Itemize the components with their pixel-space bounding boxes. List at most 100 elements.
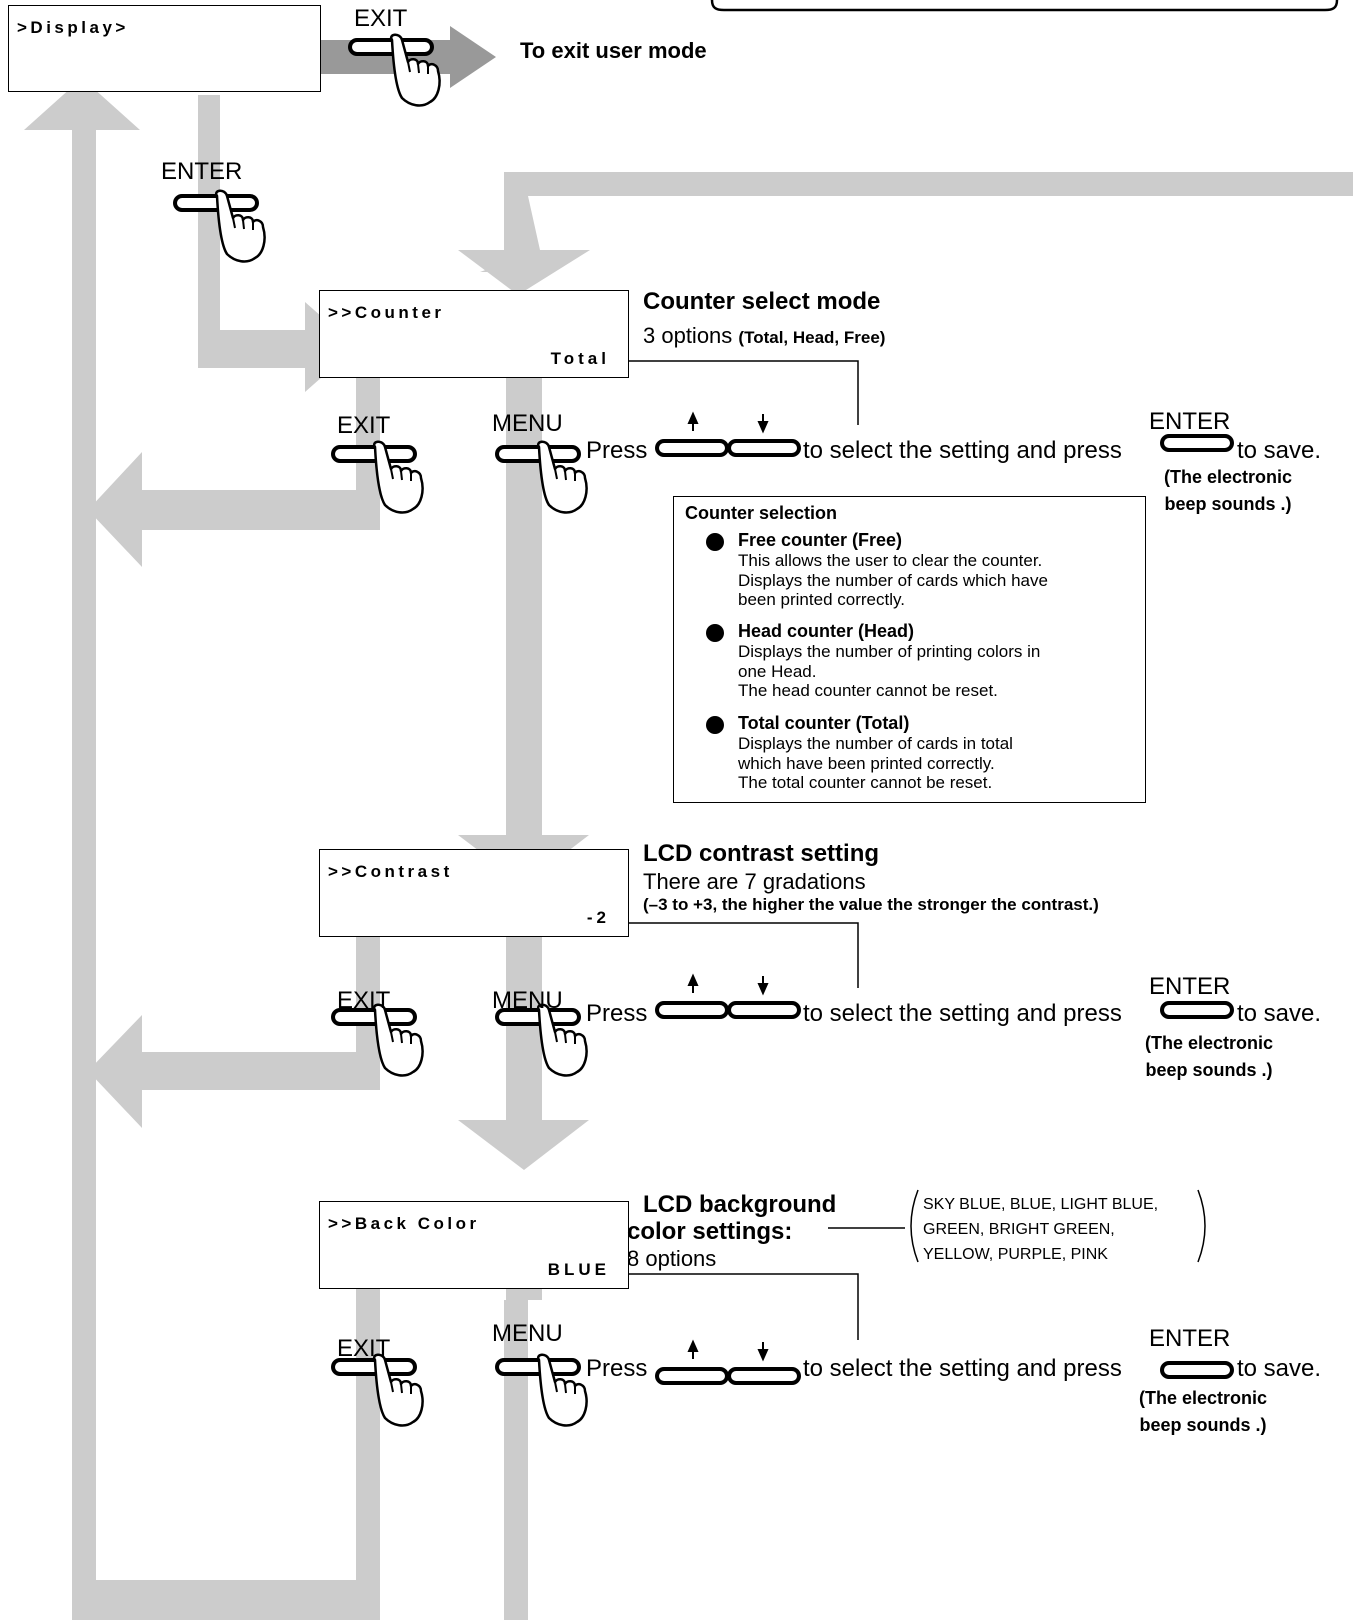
contrast-up-arrow-icon xyxy=(687,973,699,993)
backcolor-up-arrow-icon xyxy=(687,1339,699,1359)
contrast-beep-note: (The electronic beep sounds .) xyxy=(1126,1030,1292,1084)
contrast-desc: There are 7 gradations xyxy=(643,869,866,894)
backcolor-menu-label: MENU xyxy=(492,1320,563,1347)
total-counter-line: which have been printed correctly. xyxy=(738,753,995,773)
contrast-down-arrow-icon xyxy=(757,976,769,996)
contrast-lcd: >>Contrast -2 xyxy=(319,849,629,937)
exit-user-mode-note: To exit user mode xyxy=(520,38,707,63)
backcolor-beep-note-line1: (The electronic xyxy=(1138,1388,1268,1408)
contrast-desc-bold: (–3 to +3, the higher the value the stro… xyxy=(643,895,1099,914)
backcolor-exit-label: EXIT xyxy=(337,1335,391,1362)
contrast-heading: LCD contrast setting xyxy=(643,840,880,867)
counter-enter-button[interactable] xyxy=(1160,434,1234,452)
color-list-bracket-right xyxy=(1197,1189,1206,1263)
counter-heading: Counter select mode xyxy=(643,288,881,315)
total-counter-desc: Displays the number of cards in total wh… xyxy=(738,734,1013,793)
total-counter-line: The total counter cannot be reset. xyxy=(738,773,993,792)
contrast-up-button[interactable] xyxy=(655,1001,729,1019)
counter-menu-label: MENU xyxy=(492,410,563,437)
contrast-enter-label: ENTER xyxy=(1149,973,1231,1000)
bullet-icon xyxy=(706,533,724,551)
counter-lcd-line2: Total xyxy=(550,349,610,368)
backcolor-connector xyxy=(629,1273,859,1340)
contrast-beep-note-line2: beep sounds .) xyxy=(1145,1060,1273,1080)
head-counter-line: one Head. xyxy=(738,661,817,681)
bullet-icon xyxy=(706,716,724,734)
contrast-lcd-line1: >>Contrast xyxy=(328,862,453,881)
contrast-enter-button[interactable] xyxy=(1160,1001,1234,1019)
counter-desc-prefix: 3 options xyxy=(643,323,739,348)
counter-up-arrow-icon xyxy=(687,411,699,431)
counter-exit-arrow xyxy=(88,366,380,567)
return-arrow xyxy=(24,78,380,1620)
counter-selection-panel: Counter selection Free counter (Free) Th… xyxy=(673,496,1146,803)
backcolor-select-text: to select the setting and press xyxy=(803,1355,1122,1382)
counter-down-arrow-icon xyxy=(757,414,769,434)
backcolor-save-text: to save. xyxy=(1237,1355,1322,1382)
total-counter-title: Total counter (Total) xyxy=(738,713,910,733)
free-counter-line: been printed correctly. xyxy=(738,590,905,609)
counter-menu-arrow xyxy=(458,366,589,885)
free-counter-title: Free counter (Free) xyxy=(738,530,903,550)
contrast-menu-arrow xyxy=(458,935,589,1170)
counter-beep-note-line1: (The electronic xyxy=(1163,467,1293,487)
counter-desc: 3 options (Total, Head, Free) xyxy=(643,323,885,349)
enter-label-top: ENTER xyxy=(161,158,243,185)
backcolor-enter-label: ENTER xyxy=(1149,1325,1231,1352)
counter-exit-label: EXIT xyxy=(337,412,391,439)
contrast-menu-label: MENU xyxy=(492,987,563,1014)
backcolor-heading-line2: color settings: xyxy=(627,1218,793,1245)
contrast-down-button[interactable] xyxy=(727,1001,801,1019)
head-counter-title: Head counter (Head) xyxy=(738,621,915,641)
backcolor-lcd: >>Back Color BLUE xyxy=(319,1201,629,1289)
counter-beep-note: (The electronic beep sounds .) xyxy=(1145,464,1311,518)
color-options-list: SKY BLUE, BLUE, LIGHT BLUE, GREEN, BRIGH… xyxy=(923,1192,1158,1267)
backcolor-heading-line1: LCD background xyxy=(643,1191,837,1218)
counter-save-text: to save. xyxy=(1237,437,1322,464)
backcolor-enter-button[interactable] xyxy=(1160,1361,1234,1379)
contrast-press-text: Press xyxy=(586,1000,648,1027)
total-counter-line: Displays the number of cards in total xyxy=(738,734,1013,753)
free-counter-line: This allows the user to clear the counte… xyxy=(738,551,1043,570)
color-options-line: GREEN, BRIGHT GREEN, xyxy=(923,1221,1115,1238)
counter-desc-bold: (Total, Head, Free) xyxy=(738,328,886,347)
head-counter-line: Displays the number of printing colors i… xyxy=(738,642,1041,661)
counter-enter-label: ENTER xyxy=(1149,408,1231,435)
counter-lcd: >>Counter Total xyxy=(319,290,629,378)
backcolor-down-arrow-icon xyxy=(757,1342,769,1362)
contrast-beep-note-line1: (The electronic xyxy=(1144,1033,1274,1053)
enter-flow-arrow xyxy=(198,95,356,392)
backcolor-beep-note-line2: beep sounds .) xyxy=(1139,1415,1267,1435)
free-counter-line: Displays the number of cards which have xyxy=(738,570,1048,590)
counter-down-button[interactable] xyxy=(727,439,801,457)
backcolor-up-button[interactable] xyxy=(655,1367,729,1385)
color-list-bracket-left xyxy=(910,1189,919,1263)
contrast-exit-label: EXIT xyxy=(337,987,391,1014)
top-frame-line xyxy=(710,0,1339,12)
backcolor-press-text: Press xyxy=(586,1355,648,1382)
counter-press-text: Press xyxy=(586,437,648,464)
counter-panel-title: Counter selection xyxy=(685,503,838,523)
display-lcd: >Display> xyxy=(8,5,321,92)
contrast-lcd-line2: -2 xyxy=(586,908,610,927)
counter-select-text: to select the setting and press xyxy=(803,437,1122,464)
head-counter-desc: Displays the number of printing colors i… xyxy=(738,642,1040,701)
contrast-select-text: to select the setting and press xyxy=(803,1000,1122,1027)
free-counter-desc: This allows the user to clear the counte… xyxy=(738,551,1048,610)
backcolor-lcd-line2: BLUE xyxy=(547,1260,610,1279)
contrast-save-text: to save. xyxy=(1237,1000,1322,1027)
head-counter-line: The head counter cannot be reset. xyxy=(738,681,998,700)
color-options-line: SKY BLUE, BLUE, LIGHT BLUE, xyxy=(923,1196,1159,1213)
bullet-icon xyxy=(706,624,724,642)
backcolor-desc: 8 options xyxy=(627,1246,717,1271)
counter-up-button[interactable] xyxy=(655,439,729,457)
color-options-line: YELLOW, PURPLE, PINK xyxy=(923,1246,1108,1263)
backcolor-lcd-line1: >>Back Color xyxy=(328,1214,480,1233)
backcolor-beep-note: (The electronic beep sounds .) xyxy=(1120,1385,1286,1439)
contrast-exit-arrow xyxy=(88,935,380,1128)
counter-lcd-line1: >>Counter xyxy=(328,303,445,322)
counter-beep-note-line2: beep sounds .) xyxy=(1164,494,1292,514)
display-lcd-line1: >Display> xyxy=(17,18,129,37)
backcolor-down-button[interactable] xyxy=(727,1367,801,1385)
